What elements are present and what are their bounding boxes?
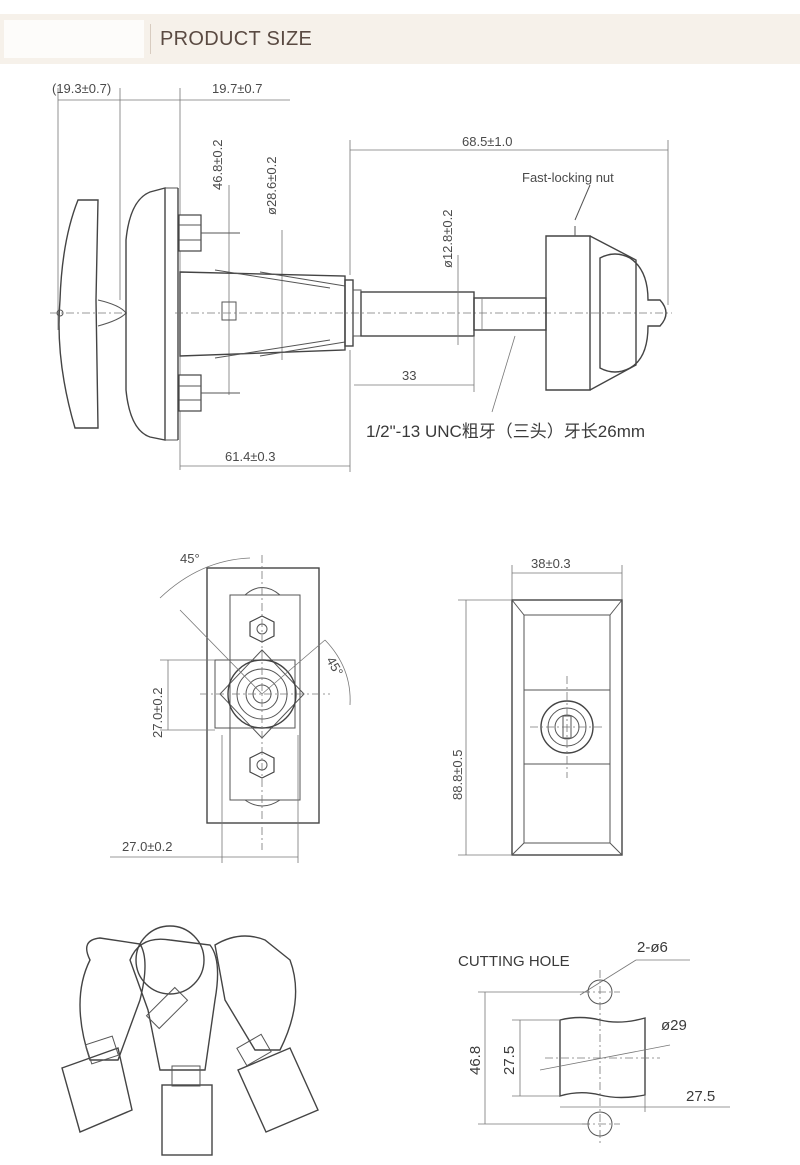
cutting-hole-title: CUTTING HOLE <box>458 953 570 970</box>
dim-body-diameter: ø28.6±0.2 <box>264 157 279 215</box>
threaded-shaft <box>473 297 547 331</box>
key-left <box>79 937 146 1061</box>
stud-nut-bottom <box>178 374 202 412</box>
dim-flange-depth: 19.7±0.7 <box>212 81 263 96</box>
side-view: (19.3±0.7) 19.7±0.7 46.8±0.2 ø28.6±0.2 <box>50 81 672 472</box>
dim-body-length: 61.4±0.3 <box>225 449 276 464</box>
dim-face-width: 38±0.3 <box>531 556 571 571</box>
stud-nut-top <box>178 214 202 252</box>
angle-right-label: 45° <box>323 654 346 679</box>
dim-shaft-diameter: ø12.8±0.2 <box>440 210 455 268</box>
cutting-hole-square <box>559 1016 646 1099</box>
dim-left-offset: (19.3±0.7) <box>52 81 111 96</box>
dim-body-height: 46.8±0.2 <box>210 139 225 190</box>
page-title: PRODUCT SIZE <box>160 28 313 50</box>
handle-grip <box>58 199 99 429</box>
dim-hole-inner: 27.5 <box>501 1046 518 1075</box>
dim-front-height: 27.0±0.2 <box>150 687 165 738</box>
dim-front-width: 27.0±0.2 <box>122 839 173 854</box>
nut-label: Fast-locking nut <box>522 170 614 185</box>
header-divider <box>150 24 151 54</box>
nut-cap <box>599 253 667 373</box>
angle-top-label: 45° <box>180 551 200 566</box>
body-slot <box>221 301 237 321</box>
key-ring <box>135 925 205 995</box>
lock-body <box>179 271 346 357</box>
face-view: 38±0.3 88.8±0.5 <box>450 556 623 856</box>
key-right <box>214 935 297 1051</box>
dim-hole-width: 27.5 <box>686 1088 715 1105</box>
dim-total-length: 68.5±1.0 <box>462 134 513 149</box>
header-banner: PRODUCT SIZE <box>0 14 800 64</box>
dim-33: 33 <box>402 368 416 383</box>
cutting-hole-view: CUTTING HOLE 2-ø6 ø29 46.8 27.5 27.5 <box>458 939 730 1145</box>
thread-note: 1/2"-13 UNC粗牙（三头）牙长26mm <box>366 422 645 441</box>
face-plate-inner <box>523 614 611 844</box>
cutting-hole-diameter: ø29 <box>661 1017 687 1034</box>
fast-locking-nut <box>545 235 591 391</box>
flange <box>125 187 166 441</box>
shaft <box>360 291 475 337</box>
cutting-hole-holes-label: 2-ø6 <box>637 939 668 956</box>
front-plate-outer <box>206 567 320 824</box>
dim-hole-total: 46.8 <box>467 1046 484 1075</box>
face-plate-outer <box>511 599 623 856</box>
keys-illustration <box>61 925 319 1156</box>
dim-face-height: 88.8±0.5 <box>450 749 465 800</box>
header-accent <box>4 20 144 58</box>
front-view: 45° 45° 27.0±0.2 27.0±0.2 <box>110 551 351 863</box>
key-middle <box>129 938 219 1071</box>
